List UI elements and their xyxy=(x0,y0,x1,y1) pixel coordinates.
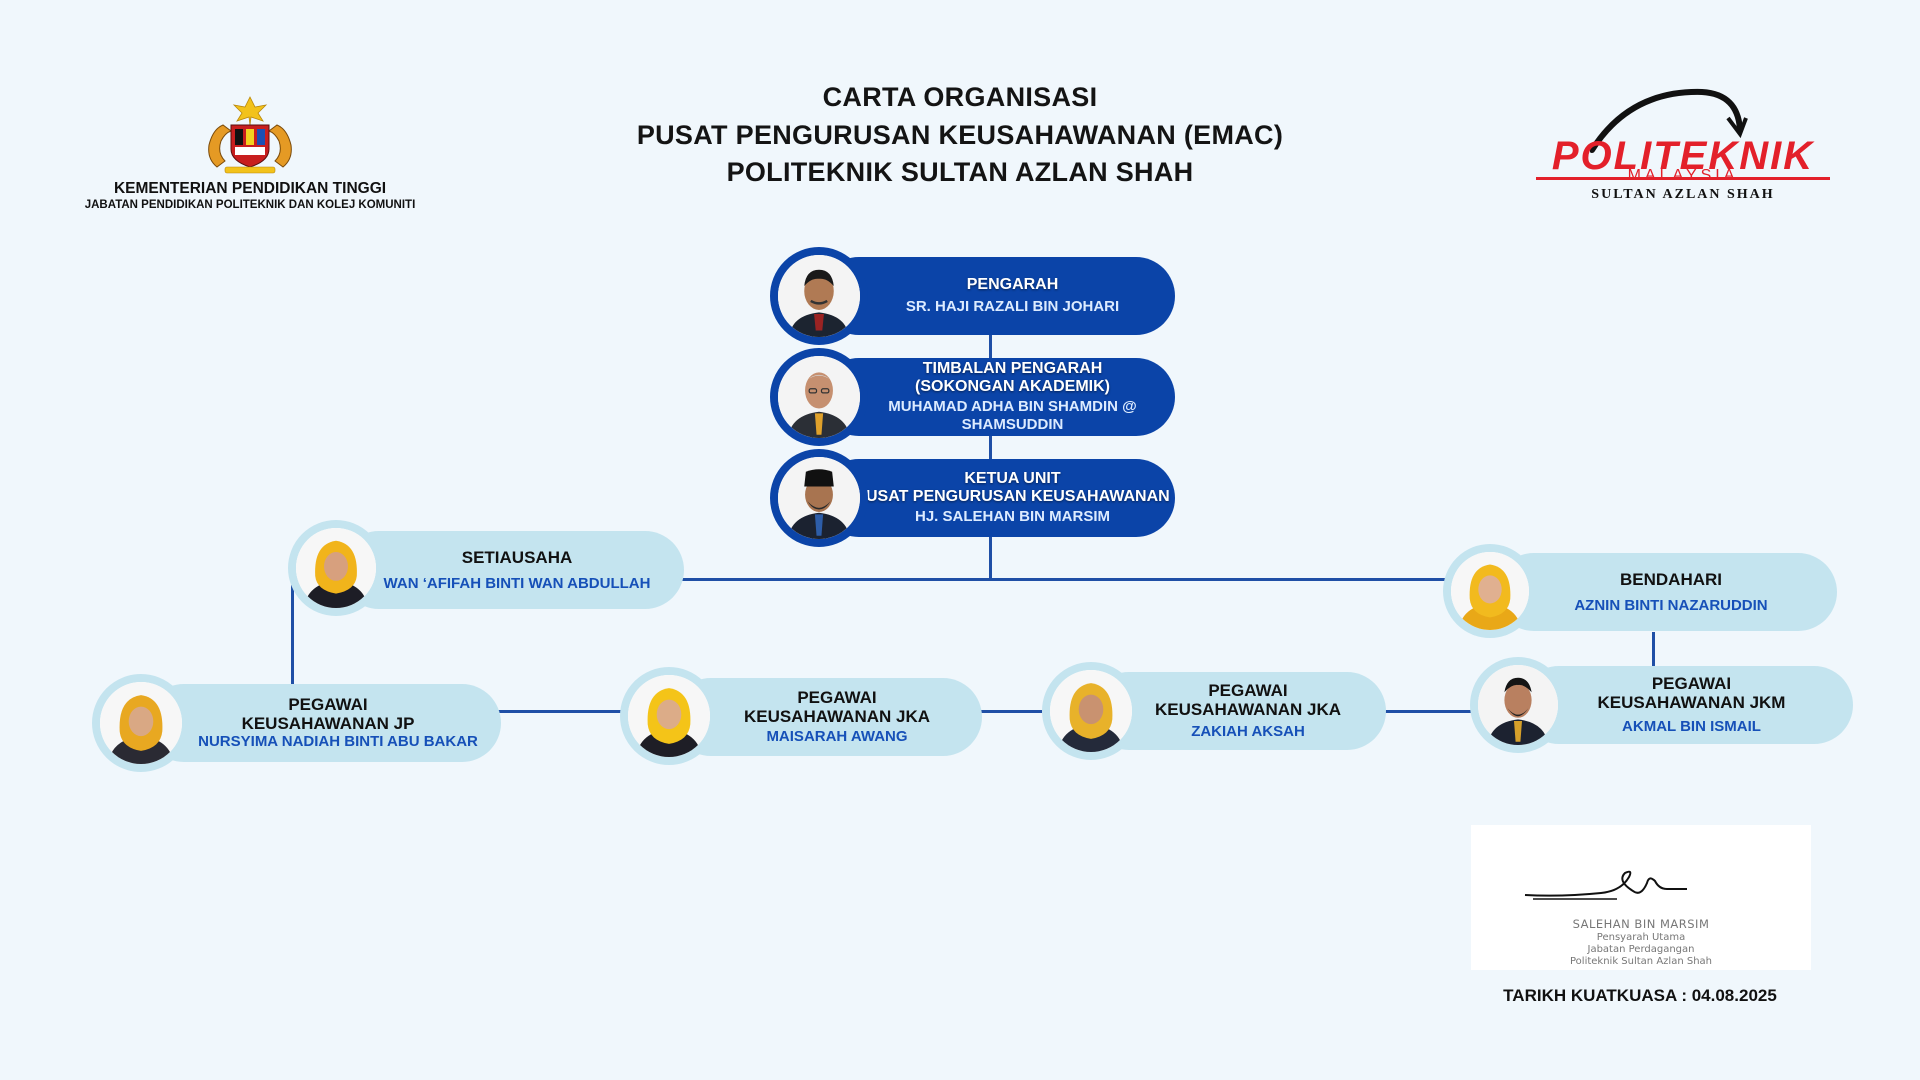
connector-main-vertical xyxy=(989,300,992,581)
avatar-ketua-unit xyxy=(770,449,868,547)
card-setiausaha: SETIAUSAHA WAN ‘AFIFAH BINTI WAN ABDULLA… xyxy=(340,531,684,609)
card-name: NURSYIMA NADIAH BINTI ABU BAKAR xyxy=(198,733,478,750)
logo-campus: SULTAN AZLAN SHAH xyxy=(1591,187,1775,202)
card-title: PEGAWAI KEUSAHAWANAN JP xyxy=(241,695,415,733)
card-ketua-unit: KETUA UNIT PUSAT PENGURUSAN KEUSAHAWANAN… xyxy=(820,459,1175,537)
card-name: MAISARAH AWANG xyxy=(766,728,908,745)
signature-name: SALEHAN BIN MARSIM xyxy=(1572,917,1710,931)
card-name: HJ. SALEHAN BIN MARSIM xyxy=(914,508,1110,525)
connector-treasurer-down xyxy=(1652,632,1655,666)
connector-secretary-down xyxy=(291,585,294,685)
card-name: MUHAMAD ADHA BIN SHAMDIN @ SHAMSUDDIN xyxy=(888,398,1137,433)
coat-of-arms-logo xyxy=(195,95,305,175)
card-name: AKMAL BIN ISMAIL xyxy=(1622,718,1761,735)
effective-date: TARIKH KUATKUASA : 04.08.2025 xyxy=(1503,986,1777,1005)
card-title: PEGAWAI KEUSAHAWANAN JKA xyxy=(743,688,931,726)
card-pegawai-jp: PEGAWAI KEUSAHAWANAN JP NURSYIMA NADIAH … xyxy=(145,684,501,762)
avatar-bendahari xyxy=(1443,544,1537,638)
connector-horizontal-secretary-treasurer xyxy=(292,578,1492,581)
chart-title-line-3: POLITEKNIK SULTAN AZLAN SHAH xyxy=(726,157,1194,187)
signature-mark xyxy=(1524,870,1687,900)
avatar-pegawai-jp xyxy=(92,674,190,772)
card-title: PEGAWAI KEUSAHAWANAN JKA xyxy=(1154,681,1342,719)
card-title: PEGAWAI KEUSAHAWANAN JKM xyxy=(1597,674,1786,712)
card-name: AZNIN BINTI NAZARUDDIN xyxy=(1574,596,1768,614)
ministry-name: KEMENTERIAN PENDIDIKAN TINGGI xyxy=(113,180,387,197)
logo-word: POLITEKNIK xyxy=(1551,134,1815,178)
logo-swoosh xyxy=(1590,88,1748,153)
card-title: PENGARAH xyxy=(966,276,1059,293)
card-pegawai-jka-1: PEGAWAI KEUSAHAWANAN JKA MAISARAH AWANG xyxy=(672,678,982,756)
card-name: WAN ‘AFIFAH BINTI WAN ABDULLAH xyxy=(383,574,651,592)
ministry-department: JABATAN PENDIDIKAN POLITEKNIK DAN KOLEJ … xyxy=(84,199,416,211)
card-timbalan-pengarah: TIMBALAN PENGARAH (SOKONGAN AKADEMIK) MU… xyxy=(820,358,1175,436)
avatar-pegawai-jkm xyxy=(1470,657,1566,753)
card-title: TIMBALAN PENGARAH (SOKONGAN AKADEMIK) xyxy=(915,360,1110,395)
signature-block: SALEHAN BIN MARSIM Pensyarah Utama Jabat… xyxy=(1471,825,1811,970)
signature-institution: Politeknik Sultan Azlan Shah xyxy=(1570,956,1712,967)
card-bendahari: BENDAHARI AZNIN BINTI NAZARUDDIN xyxy=(1495,553,1837,631)
card-title: SETIAUSAHA xyxy=(461,547,573,567)
card-name: ZAKIAH AKSAH xyxy=(1191,723,1305,740)
chart-title-line-2: PUSAT PENGURUSAN KEUSAHAWANAN (EMAC) xyxy=(636,120,1284,150)
card-name: SR. HAJI RAZALI BIN JOHARI xyxy=(905,298,1120,315)
logo-sub: MALAYSIA xyxy=(1627,167,1739,184)
card-title: BENDAHARI xyxy=(1620,569,1722,589)
avatar-setiausaha xyxy=(288,520,384,616)
avatar-timbalan-pengarah xyxy=(770,348,868,446)
connector-jp-jka1 xyxy=(498,710,630,713)
chart-title-line-1: CARTA ORGANISASI xyxy=(822,82,1098,112)
signature-department: Jabatan Perdagangan xyxy=(1587,944,1695,955)
card-title: KETUA UNIT PUSAT PENGURUSAN KEUSAHAWANAN xyxy=(855,470,1170,505)
avatar-pengarah xyxy=(770,247,868,345)
avatar-pegawai-jka-1 xyxy=(620,667,718,765)
logo-rule xyxy=(1536,177,1830,180)
connector-jka1-jka2 xyxy=(980,710,1042,713)
signature-position: Pensyarah Utama xyxy=(1596,932,1686,943)
card-pengarah: PENGARAH SR. HAJI RAZALI BIN JOHARI xyxy=(820,257,1175,335)
connector-jka2-jkm xyxy=(1384,710,1472,713)
avatar-pegawai-jka-2 xyxy=(1042,662,1140,760)
card-pegawai-jkm: PEGAWAI KEUSAHAWANAN JKM AKMAL BIN ISMAI… xyxy=(1520,666,1853,744)
